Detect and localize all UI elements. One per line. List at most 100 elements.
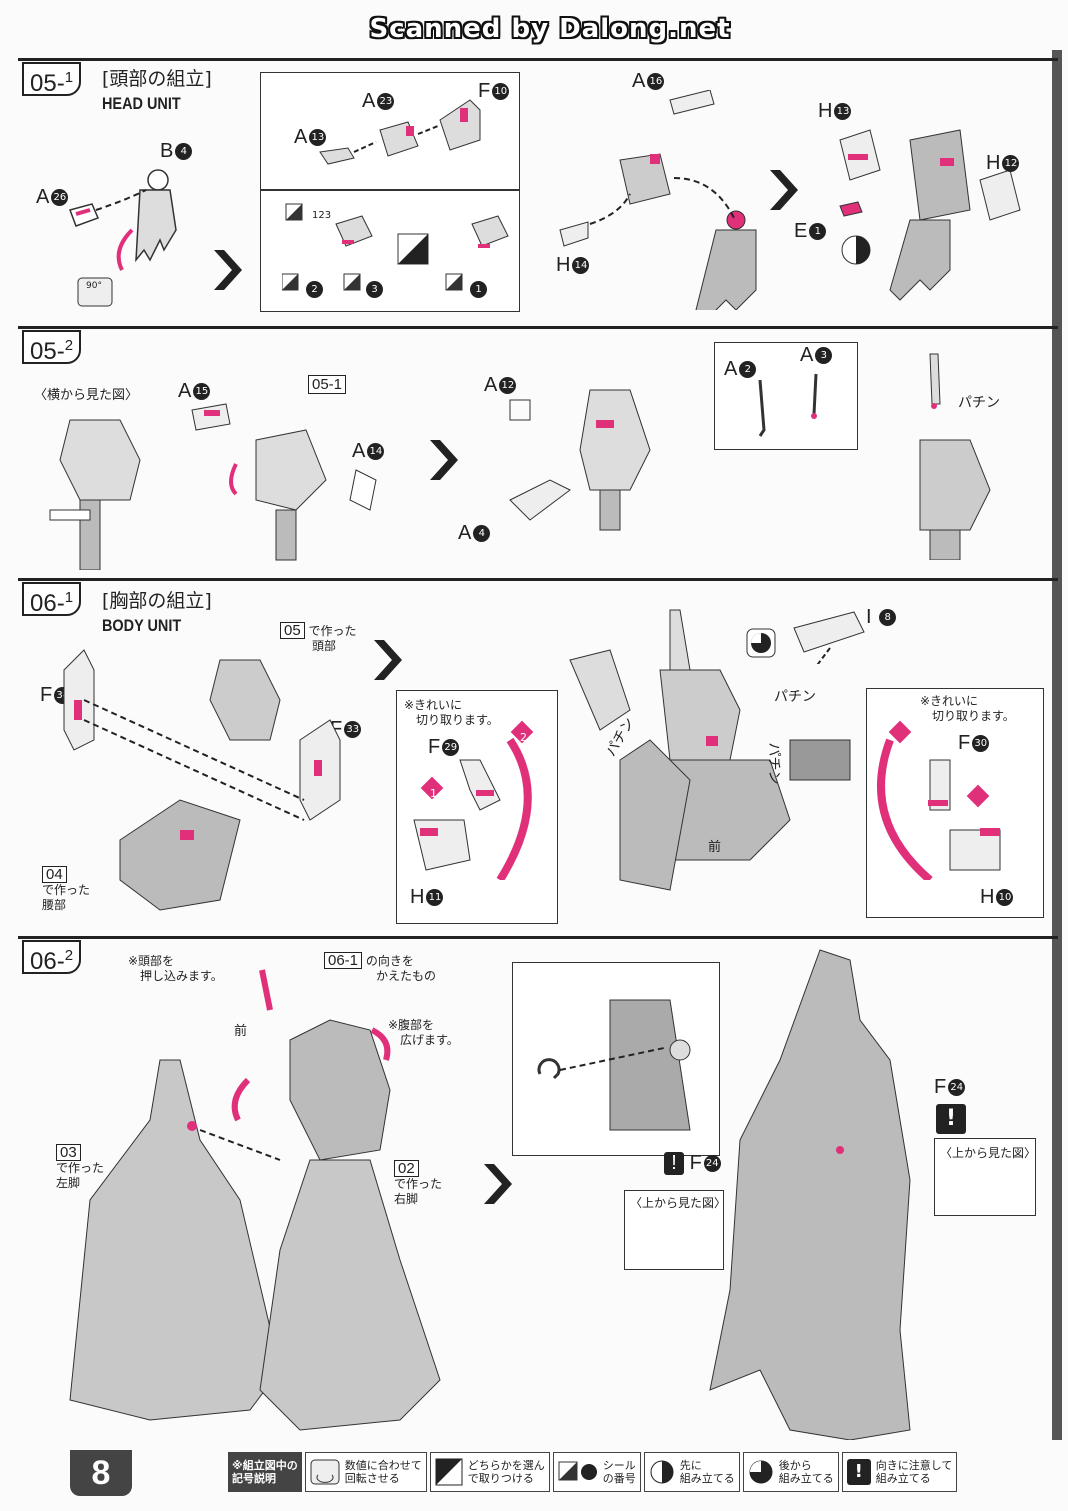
- choose-icon: [435, 1458, 463, 1486]
- scan-credit: Scanned by Dalong.net: [369, 14, 731, 44]
- symbol-legend: ※組立図中の記号説明 数値に合わせて回転させる どちらかを選んで取りつける シー…: [228, 1452, 1060, 1492]
- body-frame-assembly: [63, 649, 341, 911]
- snap-sound-1: パチン: [774, 689, 816, 705]
- section-divider: [18, 578, 1058, 581]
- next-step-arrow: [430, 440, 458, 480]
- head-side-view: [49, 419, 141, 570]
- front-direction-2: 前: [234, 1024, 248, 1039]
- ref-06-1-note: 06-1 の向きをかえたもの: [324, 952, 436, 984]
- ref-05-1: 05-1: [308, 374, 347, 394]
- section-divider: [18, 326, 1058, 329]
- antenna-detail-box: [714, 342, 858, 450]
- legend-item-choose: どちらかを選んで取りつける: [429, 1452, 550, 1492]
- step-05-2-badge: 05-2: [22, 330, 82, 365]
- widen-note: ※腹部を広げます。: [388, 1018, 459, 1047]
- caution-icon: !: [936, 1104, 966, 1134]
- body-unit-title-en: BODY UNIT: [102, 616, 182, 635]
- front-direction: 前: [708, 840, 722, 855]
- step-2-marker: 2: [520, 731, 527, 744]
- head-side-assembly: [191, 403, 377, 561]
- page-number: 8: [70, 1450, 132, 1496]
- next-step-arrow: [770, 170, 798, 210]
- sticker-parts: [282, 203, 509, 291]
- step-06-2-badge: 06-2: [22, 940, 82, 975]
- head-assembly-center: [559, 90, 757, 310]
- section-divider: [18, 58, 1058, 61]
- head-complete: [839, 129, 1021, 301]
- caution-icon: !: [846, 1459, 871, 1485]
- section-divider: [18, 936, 1058, 939]
- head-antenna-complete: [919, 353, 991, 560]
- step-06-1-badge: 06-1: [22, 582, 82, 617]
- sticker-1: 1: [468, 278, 487, 301]
- sticker-3: 3: [364, 278, 383, 301]
- legend-item-first: 先に組み立てる: [643, 1452, 740, 1492]
- first-assembly-icon: [650, 1460, 674, 1484]
- legend-item-sticker: シールの番号: [552, 1452, 641, 1492]
- head-unit-title-en: HEAD UNIT: [102, 94, 181, 113]
- sticker-123-label: 123: [312, 210, 332, 221]
- leg-body-assembly: [69, 969, 441, 1431]
- snap-sound: パチン: [958, 395, 1000, 411]
- part-i8: I 8: [866, 606, 897, 629]
- antenna-parts: [758, 373, 818, 437]
- top-view-caption-left: 〈上から見た図〉: [630, 1196, 727, 1210]
- rotate-90-label: 90°: [86, 281, 102, 291]
- top-view-box-right: [934, 1138, 1036, 1216]
- later-assembly-icon: [749, 1460, 773, 1484]
- cut-detail-right: [877, 720, 1001, 880]
- peg-detail: [537, 999, 691, 1131]
- next-step-arrow: [374, 640, 402, 680]
- body-center-assembly: [569, 609, 851, 891]
- top-view-box-left: [624, 1190, 724, 1270]
- next-step-arrow: [214, 250, 242, 290]
- part-i8-piece: [793, 611, 865, 664]
- rotate-icon: [310, 1459, 340, 1485]
- step-1-marker: 1: [430, 787, 437, 800]
- body-complete: [709, 949, 911, 1440]
- first-assembly-icon: [746, 628, 776, 662]
- legend-item-rotate: 数値に合わせて回転させる: [304, 1452, 427, 1492]
- body-unit-title-jp: [胸部の組立]: [102, 590, 212, 612]
- step-05-1-badge: 05-1: [22, 62, 82, 97]
- page-edge-bar: [1052, 50, 1062, 1440]
- legend-title: ※組立図中の記号説明: [228, 1452, 302, 1492]
- cut-detail-left: [413, 720, 534, 880]
- head-base-parts: [69, 169, 177, 307]
- clean-cut-note-right: ※きれいに切り取ります。: [920, 694, 1015, 723]
- push-head-note: ※頭部を押し込みます。: [128, 954, 223, 983]
- legend-item-later: 後から組み立てる: [742, 1452, 839, 1492]
- clean-cut-note-left: ※きれいに切り取ります。: [404, 698, 499, 727]
- head-inner-parts: [319, 99, 481, 165]
- next-step-arrow: [484, 1164, 512, 1204]
- legend-item-caution: !向きに注意して組み立てる: [841, 1452, 958, 1492]
- snap-sound-3: パチン: [765, 742, 782, 785]
- head-front-assembly: [509, 389, 651, 531]
- sticker-icon: [558, 1461, 597, 1481]
- sticker-2: 2: [304, 278, 323, 301]
